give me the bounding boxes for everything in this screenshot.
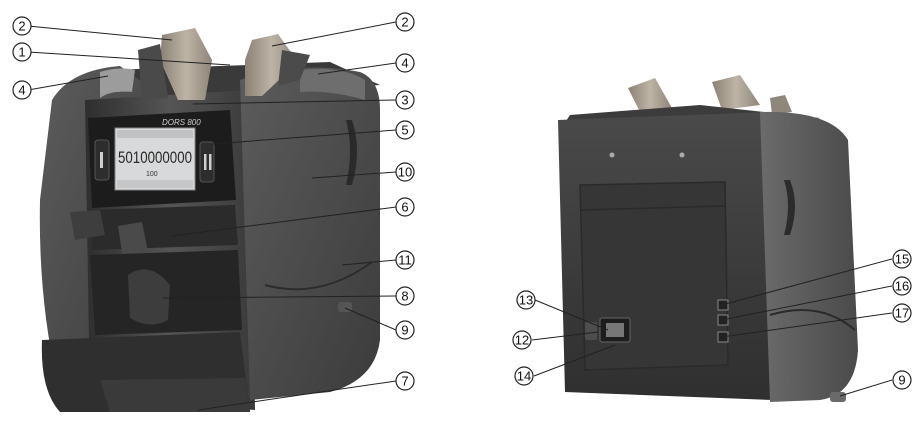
svg-text:2: 2 [401, 15, 408, 30]
callouts: 2 1 4 2 4 3 5 10 [12, 12, 912, 391]
back-screw-left [609, 152, 615, 158]
svg-text:3: 3 [401, 93, 408, 108]
callout-11: 11 [395, 250, 415, 270]
svg-text:14: 14 [517, 369, 531, 384]
front-device: DORS 800 5010000000 100 [39, 28, 380, 412]
front-left-edge [100, 68, 135, 98]
callout-15: 15 [892, 249, 912, 269]
callout-13: 13 [516, 290, 536, 310]
front-lcd-main-value: 5010000000 [118, 148, 192, 167]
front-hopper-guide-left [160, 28, 212, 100]
back-power-switch [585, 322, 597, 340]
front-stacker-wheel [128, 269, 170, 325]
front-hopper-guide-left-back [138, 44, 168, 100]
svg-text:5: 5 [401, 123, 408, 138]
svg-text:9: 9 [401, 323, 408, 338]
svg-text:6: 6 [401, 200, 408, 215]
leader-lines [27, 21, 893, 411]
back-body-seam [769, 309, 856, 331]
back-power-socket-pins [606, 323, 624, 337]
front-hopper-guide-right-back [278, 50, 310, 86]
svg-text:2: 2 [18, 19, 25, 34]
svg-text:4: 4 [401, 56, 408, 71]
callout-7: 7 [395, 371, 415, 391]
front-reject-pocket [90, 205, 238, 250]
callout-5: 5 [395, 120, 415, 140]
front-right-body [240, 67, 380, 400]
back-guide-right [712, 75, 760, 110]
svg-text:13: 13 [519, 293, 533, 308]
front-button-right-mark-a [204, 154, 207, 170]
back-plate-edge [579, 205, 727, 211]
front-hopper-guide-right [245, 34, 298, 96]
svg-text:17: 17 [895, 306, 909, 321]
callout-12: 12 [512, 330, 532, 350]
front-body-seam [264, 261, 373, 291]
callout-4b: 4 [395, 53, 415, 73]
callout-16: 16 [892, 276, 912, 296]
front-lcd-screen [114, 127, 196, 191]
svg-text:8: 8 [401, 289, 408, 304]
callout-6: 6 [395, 197, 415, 217]
back-guide-left [628, 78, 672, 112]
callout-2b: 2 [395, 12, 415, 32]
svg-text:11: 11 [398, 253, 412, 268]
front-right-body-highlight [300, 68, 365, 100]
front-brand-label: DORS 800 [162, 118, 201, 127]
front-button-right [199, 141, 215, 183]
front-lcd-bottombar [117, 180, 193, 188]
callout-17: 17 [892, 303, 912, 323]
back-screw-right [679, 152, 685, 158]
callout-14: 14 [514, 366, 534, 386]
svg-text:7: 7 [401, 374, 408, 389]
front-button-right-mark-b [209, 154, 212, 170]
callout-9a: 9 [395, 320, 415, 340]
svg-text:15: 15 [895, 252, 909, 267]
callout-3: 3 [395, 90, 415, 110]
back-knob [830, 392, 846, 402]
callout-10: 10 [395, 162, 415, 182]
callout-2a: 2 [12, 16, 32, 36]
front-side-slot [346, 120, 357, 185]
back-side-body [760, 111, 858, 402]
front-button-left-mark [100, 152, 103, 168]
callout-9b: 9 [892, 370, 912, 390]
svg-text:12: 12 [515, 333, 529, 348]
back-side-slot [784, 180, 795, 235]
svg-text:16: 16 [895, 279, 909, 294]
front-lcd-topbar [117, 130, 193, 138]
front-reject-tray [70, 210, 105, 240]
svg-text:9: 9 [898, 373, 905, 388]
front-lcd-sub-value: 100 [146, 171, 158, 178]
svg-text:4: 4 [18, 83, 25, 98]
back-device [558, 75, 858, 402]
callout-8: 8 [395, 286, 415, 306]
svg-text:1: 1 [18, 45, 25, 60]
svg-text:10: 10 [398, 165, 412, 180]
callout-1: 1 [12, 42, 32, 62]
callout-4a: 4 [12, 80, 32, 100]
front-base-front [100, 378, 250, 412]
back-guide-small [770, 95, 792, 114]
